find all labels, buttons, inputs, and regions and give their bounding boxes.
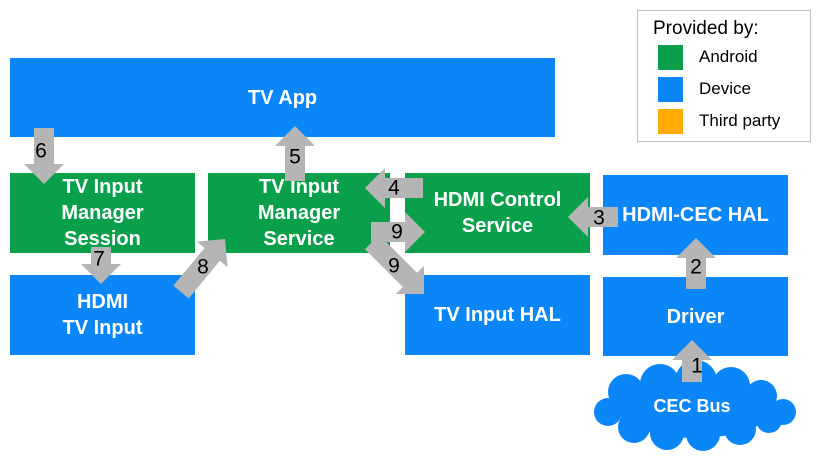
node-label-line: TV Input (62, 176, 143, 198)
node-label-line: HDMI Control (433, 189, 562, 211)
legend-label-android: Android (699, 47, 758, 66)
node-hdmi-control-service: HDMI Control Service (405, 173, 590, 253)
arrow-6-number: 6 (35, 139, 47, 163)
legend: Provided by: Android Device Third party (637, 10, 811, 142)
node-hdmi-cec-hal: HDMI-CEC HAL (603, 175, 788, 255)
third-party-color-swatch (658, 108, 683, 134)
node-label-line: HDMI (76, 291, 129, 313)
node-label: TV App (247, 86, 318, 109)
arrow-1-number: 1 (691, 354, 703, 378)
node-tv-app: TV App (10, 58, 555, 137)
legend-label-device: Device (699, 79, 751, 98)
node-label-line: TV Input (62, 317, 143, 339)
node-label-line: Manager (257, 202, 341, 224)
node-label-line: Service (263, 228, 335, 250)
arrow-8-number: 8 (197, 255, 209, 279)
node-label: Driver (666, 305, 725, 328)
arrow-7-number: 7 (93, 247, 105, 271)
node-tv-input-manager-service: TV Input Manager Service (208, 173, 390, 253)
arrow-5-number: 5 (289, 145, 301, 169)
cec-bus-label: CEC Bus (653, 396, 731, 416)
arrow-9-diagonal-number: 9 (388, 254, 400, 278)
node-label-line: Session (64, 228, 141, 250)
legend-label-third-party: Third party (699, 111, 781, 130)
legend-row-android: Android (658, 41, 810, 73)
node-tv-input-manager-session: TV Input Manager Session (10, 173, 195, 253)
device-color-swatch (658, 76, 683, 102)
android-color-swatch (658, 44, 683, 70)
node-label: HDMI-CEC HAL (622, 204, 769, 226)
node-label-line: Service (461, 215, 534, 237)
node-tv-input-hal: TV Input HAL (405, 275, 590, 355)
legend-row-third-party: Third party (658, 105, 810, 137)
node-label: TV Input HAL (434, 304, 561, 326)
legend-title: Provided by: (653, 18, 759, 39)
arrow-3-number: 3 (593, 206, 605, 230)
node-driver: Driver (603, 277, 788, 356)
node-hdmi-tv-input: HDMI TV Input (10, 275, 195, 355)
arrow-2-number: 2 (690, 255, 702, 279)
arrow-9-horizontal-number: 9 (391, 220, 403, 244)
node-label-line: Manager (61, 202, 144, 224)
arrow-4-number: 4 (388, 176, 400, 200)
legend-row-device: Device (658, 73, 810, 105)
node-label-line: TV Input (259, 176, 339, 198)
